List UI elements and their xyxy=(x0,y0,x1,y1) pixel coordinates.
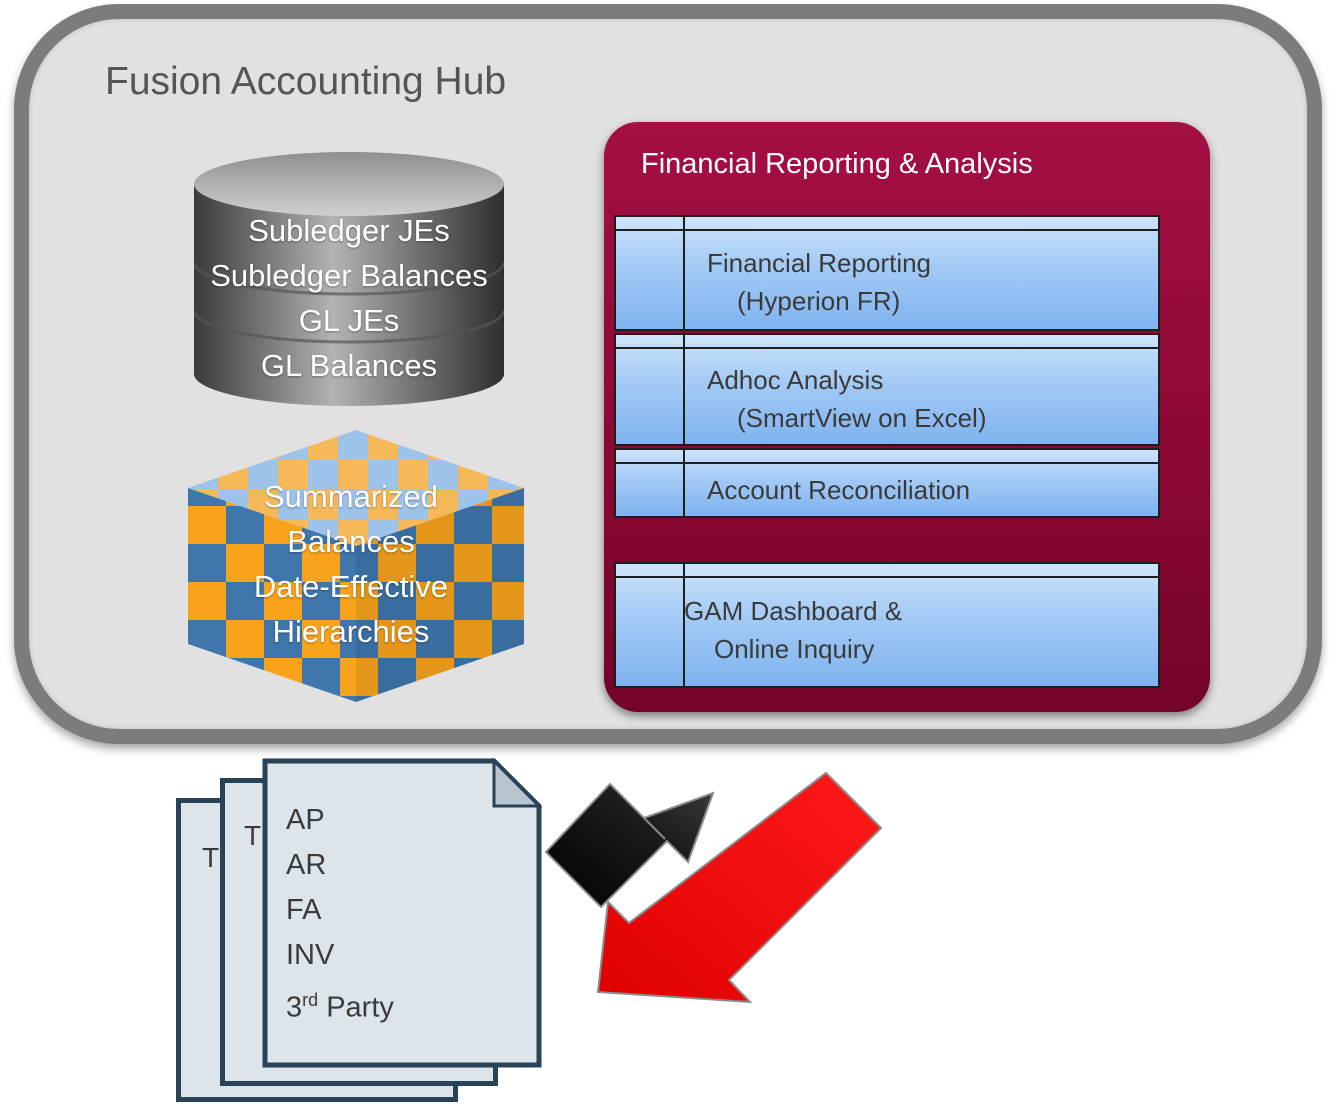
source-document-front xyxy=(262,758,542,1068)
database-line: Subledger Balances xyxy=(210,258,488,293)
reporting-row-account-reconciliation[interactable]: Account Reconciliation xyxy=(614,448,1160,518)
source-item: AR xyxy=(286,849,327,881)
database-line: Subledger JEs xyxy=(248,213,450,248)
cube-line: Balances xyxy=(287,524,415,559)
row-label: GAM Dashboard & Online Inquiry xyxy=(684,592,902,668)
row-label-line2: Online Inquiry xyxy=(714,634,875,664)
olap-cube-icon xyxy=(188,430,524,702)
source-item-third-party: 3rd Party xyxy=(286,978,394,1031)
row-divider xyxy=(683,564,685,686)
cube-labels: Summarized Balances Date-Effective Hiera… xyxy=(196,474,506,654)
row-header-stripe xyxy=(616,576,1158,578)
cube-line: Date-Effective xyxy=(253,569,449,604)
database-line: GL Balances xyxy=(260,348,438,383)
row-divider xyxy=(683,450,685,516)
row-label: Financial Reporting (Hyperion FR) xyxy=(707,244,931,320)
third-party-number: 3 xyxy=(286,991,303,1024)
row-header-stripe xyxy=(616,462,1158,464)
reporting-row-financial-reporting[interactable]: Financial Reporting (Hyperion FR) xyxy=(614,215,1160,331)
row-header-stripe xyxy=(616,229,1158,231)
row-label-line1: GAM Dashboard & xyxy=(684,596,903,626)
inbound-arrow-icon xyxy=(544,782,715,909)
third-party-text: Party xyxy=(318,991,394,1024)
reporting-row-gam-dashboard[interactable]: GAM Dashboard & Online Inquiry xyxy=(614,562,1160,688)
hub-title: Fusion Accounting Hub xyxy=(105,60,507,103)
third-party-suffix: rd xyxy=(302,990,319,1010)
source-item: FA xyxy=(286,894,322,926)
reporting-row-adhoc-analysis[interactable]: Adhoc Analysis (SmartView on Excel) xyxy=(614,333,1160,446)
row-divider xyxy=(683,335,685,444)
row-header-stripe xyxy=(616,347,1158,349)
source-item: INV xyxy=(286,939,335,971)
row-divider xyxy=(683,217,685,329)
row-label: Account Reconciliation xyxy=(707,471,970,509)
reporting-panel-title: Financial Reporting & Analysis xyxy=(641,148,1033,180)
database-cylinder-icon xyxy=(194,152,504,406)
subledger-source-list: AP AR FA INV 3rd Party xyxy=(286,798,394,1031)
row-label: Adhoc Analysis (SmartView on Excel) xyxy=(707,361,987,437)
source-item: AP xyxy=(286,804,325,836)
cube-line: Hierarchies xyxy=(272,614,430,649)
outbound-arrow-icon xyxy=(596,771,883,1004)
row-label-line1: Financial Reporting xyxy=(707,248,932,278)
row-label-line1: Adhoc Analysis xyxy=(707,365,884,395)
row-label-line1: Account Reconciliation xyxy=(707,475,971,505)
database-labels: Subledger JEs Subledger Balances GL JEs … xyxy=(194,208,504,388)
data-flow-arrows xyxy=(544,771,883,1004)
row-label-line2: (Hyperion FR) xyxy=(737,286,901,316)
row-label-line2: (SmartView on Excel) xyxy=(737,403,987,433)
database-line: GL JEs xyxy=(298,303,400,338)
cube-line: Summarized xyxy=(264,479,438,514)
